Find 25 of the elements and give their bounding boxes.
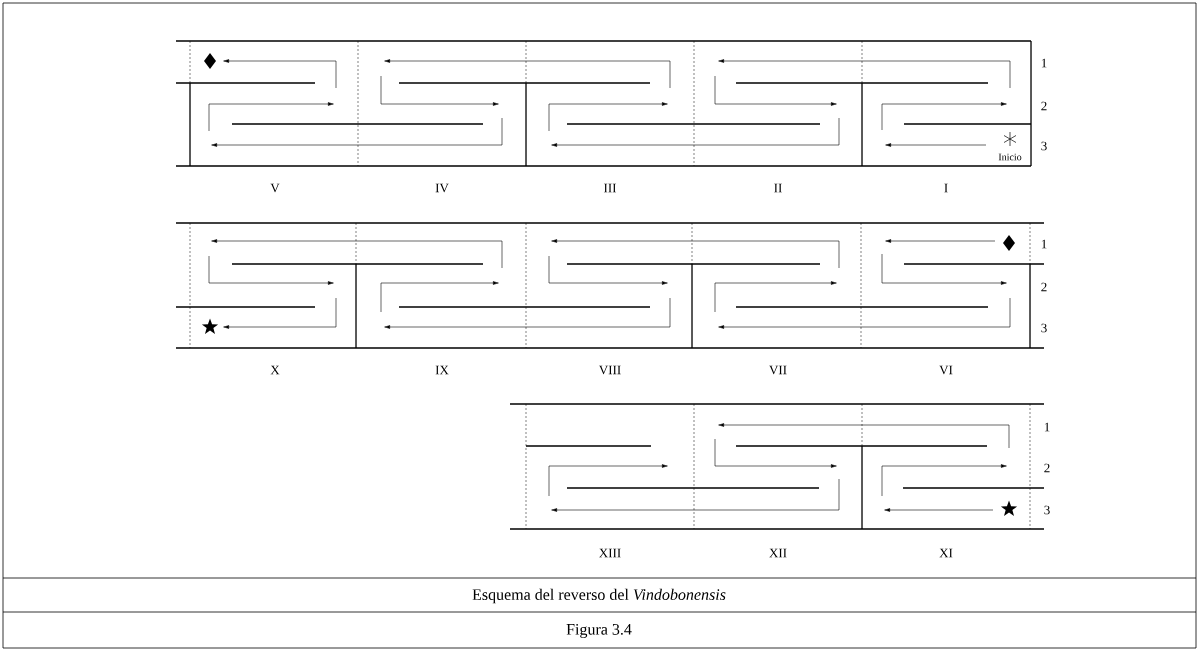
column-numeral: XIII [599,548,621,558]
row-number: 2 [1044,463,1050,473]
row-number: 1 [1044,422,1050,432]
column-numeral: VIII [598,365,621,375]
column-numeral: VII [769,365,787,375]
column-numeral: V [270,183,280,193]
column-numeral: VI [939,365,953,375]
row-number: 1 [1041,58,1047,68]
column-numeral: IX [435,365,449,375]
row-number: 3 [1044,505,1050,515]
caption-text: Esquema del reverso del Vindobonensis [472,588,726,604]
column-numeral: III [604,183,617,193]
figure-number: Figura 3.4 [566,624,632,639]
column-numeral: I [944,183,948,193]
column-numeral: X [270,365,280,375]
row-number: 3 [1041,323,1047,333]
row-number: 1 [1041,239,1047,249]
row-number: 2 [1041,101,1047,111]
column-numeral: IV [435,183,449,193]
row-number: 2 [1041,282,1047,292]
column-numeral: XI [939,548,953,558]
row-number: 3 [1041,141,1047,151]
column-numeral: II [774,183,782,193]
start-label: Inicio [998,153,1022,161]
column-numeral: XII [769,548,787,558]
